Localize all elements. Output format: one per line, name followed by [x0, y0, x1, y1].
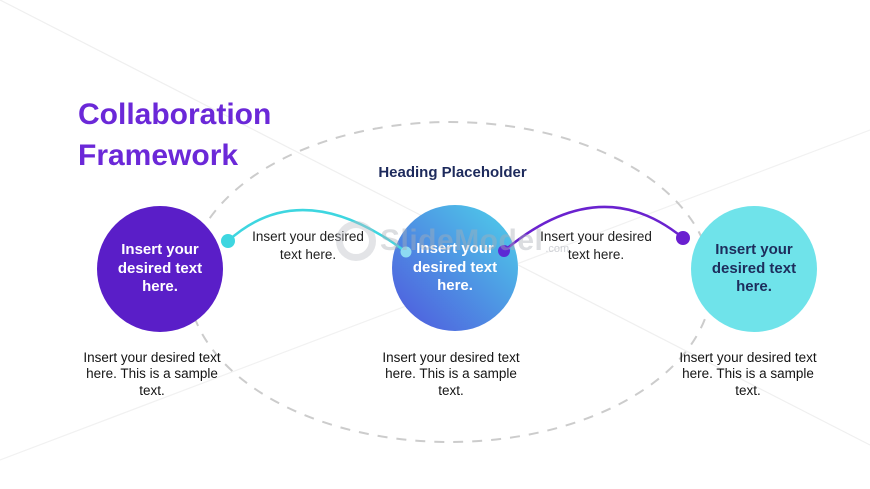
- node-circle-3[interactable]: Insert your desired text here.: [691, 206, 817, 332]
- node-label: Insert your desired text here.: [711, 240, 797, 296]
- node-caption-3[interactable]: Insert your desired text here. This is a…: [679, 350, 817, 398]
- purple-connector-end-dot: [676, 231, 690, 245]
- node-caption-2[interactable]: Insert your desired text here. This is a…: [382, 350, 520, 398]
- connector-label-2[interactable]: Insert your desired text here.: [540, 229, 652, 262]
- teal-connector-start-dot: [221, 234, 235, 248]
- connector-label-1[interactable]: Insert your desired text here.: [252, 229, 364, 262]
- node-label: Insert your desired text here.: [412, 239, 498, 295]
- heading-placeholder[interactable]: Heading Placeholder: [378, 164, 527, 181]
- node-label: Insert your desired text here.: [117, 240, 203, 296]
- node-circle-2[interactable]: Insert your desired text here.: [392, 205, 518, 331]
- slide-title[interactable]: Collaboration Framework: [78, 98, 272, 172]
- node-caption-1[interactable]: Insert your desired text here. This is a…: [83, 350, 221, 398]
- node-circle-1[interactable]: Insert your desired text here.: [97, 206, 223, 332]
